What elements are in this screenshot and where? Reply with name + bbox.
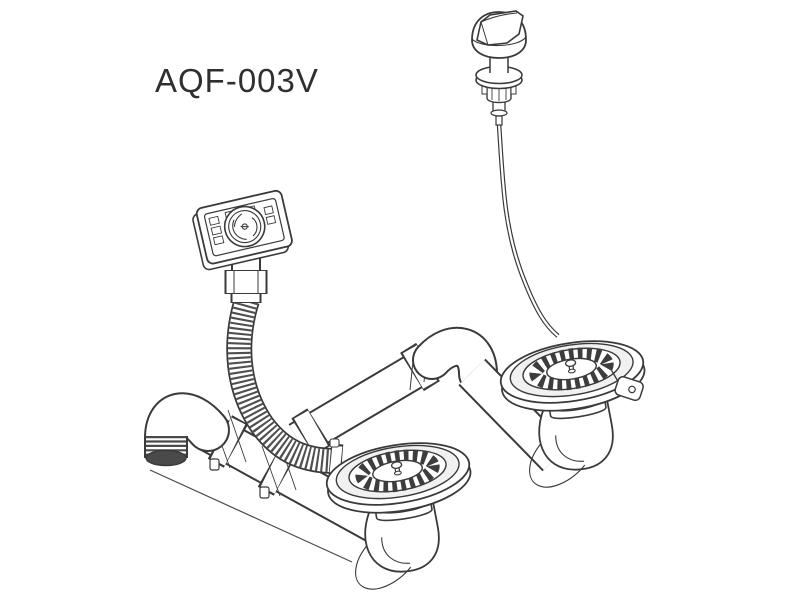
overflow-connector bbox=[224, 254, 268, 303]
popup-control-knob bbox=[471, 10, 560, 338]
control-cable bbox=[496, 123, 560, 338]
overflow-dial bbox=[223, 205, 266, 248]
overflow-hose bbox=[226, 296, 344, 476]
overflow-plate bbox=[192, 189, 293, 271]
cable-bracket bbox=[611, 370, 644, 402]
knob-lever bbox=[476, 10, 524, 46]
model-label: AQF-003V bbox=[155, 62, 319, 99]
drain-pipe-run bbox=[288, 326, 570, 472]
outlet-elbow bbox=[144, 392, 230, 467]
